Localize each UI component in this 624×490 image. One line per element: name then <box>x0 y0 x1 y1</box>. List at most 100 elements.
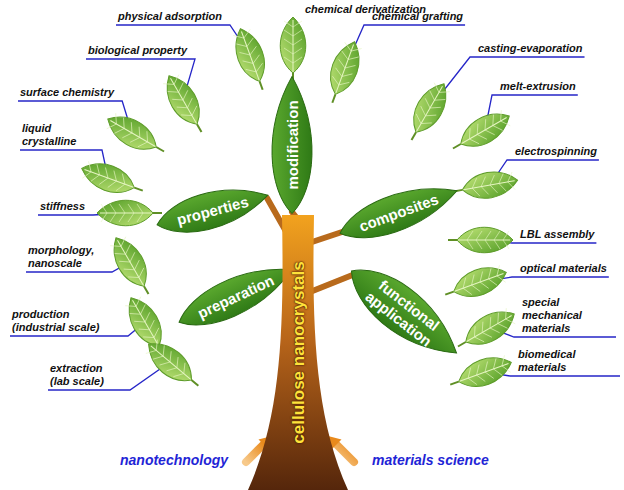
leaf-outline <box>272 76 312 213</box>
leaf-vein <box>254 63 265 72</box>
leaf-label: morphology, nanoscale <box>28 244 104 270</box>
leaf-vein <box>431 83 442 93</box>
leaf-vein <box>233 32 244 41</box>
leader-line <box>345 25 465 68</box>
leaf-vein <box>345 62 356 71</box>
leaf-label: physical adsorption <box>118 10 222 23</box>
leaf-vein <box>160 358 170 369</box>
leaf-vein <box>243 58 254 67</box>
label-text: casting-evaporation <box>478 42 583 55</box>
label-text: electrospinning <box>515 145 597 158</box>
leaf-blade <box>120 291 170 352</box>
leaf-vein <box>485 370 494 381</box>
leaf-blade <box>280 17 306 73</box>
leaf-vein <box>136 268 147 278</box>
leaf-midrib <box>151 346 191 379</box>
leaf-vein <box>488 277 497 288</box>
leaf-vein <box>251 55 262 64</box>
leaf-outline <box>333 174 462 250</box>
leaf-blade <box>459 303 520 353</box>
leaf-vein <box>179 363 189 374</box>
leaf-vein <box>165 351 175 362</box>
leaf-vein <box>176 83 187 93</box>
leaf-vein <box>85 161 94 172</box>
leaf-vein <box>185 98 196 108</box>
leaf-vein <box>485 231 491 240</box>
leaf-vein <box>242 29 253 38</box>
leaf-stem <box>453 144 461 149</box>
leaf-vein <box>293 48 302 54</box>
leaf-vein <box>497 174 504 184</box>
leaf-vein <box>119 204 125 213</box>
leader-line <box>430 57 585 108</box>
leaf-label: casting-evaporation <box>478 42 583 55</box>
leaf-vein <box>134 317 145 327</box>
leaf-vein <box>474 334 484 345</box>
leaf-vein <box>236 41 247 50</box>
leaf-vein <box>116 182 125 193</box>
leaf-vein <box>239 49 250 58</box>
leaf-vein <box>503 231 509 240</box>
leaf-blade <box>140 334 199 390</box>
leaf-midrib <box>171 78 197 123</box>
leaf-label: electrospinning <box>515 145 597 158</box>
leaf-vein <box>342 71 353 80</box>
leaf-vein <box>494 265 503 276</box>
label-text: chemical grafting <box>372 10 463 23</box>
leaf-vein <box>189 106 200 116</box>
leaf-vein <box>430 103 441 113</box>
leaf-vein <box>172 357 182 368</box>
leaf-vein <box>159 345 169 356</box>
leaf-vein <box>463 286 472 297</box>
leaf-vein <box>147 320 158 330</box>
leaf-vein <box>469 136 479 147</box>
leaf-vein <box>101 204 107 213</box>
leaf-vein <box>476 240 482 249</box>
small-leaf <box>446 350 516 396</box>
trunk-outline <box>248 215 348 490</box>
label-text: stiffness <box>40 200 85 213</box>
leaf-midrib <box>455 273 504 291</box>
leaf-vein <box>490 358 499 369</box>
small-leaf <box>320 37 366 107</box>
leaf-blade <box>101 108 162 158</box>
leaf-vein <box>293 21 302 27</box>
leaf-midrib <box>133 300 159 345</box>
leaf-vein <box>119 118 129 129</box>
leaf-vein <box>493 123 503 134</box>
leaf-midrib <box>85 169 134 187</box>
leaf-vein <box>111 113 121 124</box>
leaf-stem <box>458 342 466 347</box>
label-text: extraction (lab scale) <box>50 362 122 388</box>
leaf-vein <box>142 131 152 142</box>
leaf-vein <box>465 368 474 379</box>
small-leaf <box>140 334 206 395</box>
leaf-outline <box>171 254 299 339</box>
leaf-vein <box>468 275 477 286</box>
leaf-title: modification <box>284 100 301 189</box>
leaf-vein <box>501 308 511 319</box>
tree-trunk: cellulose nanocrystals <box>248 215 348 490</box>
leaf-vein <box>142 312 153 322</box>
leaf-label: chemical grafting <box>372 10 463 23</box>
label-text: nanotechnology <box>120 452 228 468</box>
leaf-label: biological property <box>88 44 187 57</box>
leaf-stem <box>450 382 458 385</box>
leaf-stem <box>445 292 453 295</box>
leaf-vein <box>122 130 132 141</box>
leaf-blade <box>77 156 138 199</box>
leaf-vein <box>421 118 432 128</box>
leaf-midrib <box>118 240 144 285</box>
leaf-vein <box>413 114 424 124</box>
label-text: liquid crystalline <box>22 122 94 148</box>
leaf-vein <box>152 340 162 351</box>
leaf-vein <box>110 204 116 213</box>
leaf-vein <box>168 87 179 97</box>
leaf-vein <box>480 280 489 291</box>
leaf-midrib <box>110 121 155 147</box>
leaf-vein <box>467 231 473 240</box>
leaf-vein <box>91 173 100 184</box>
leaf-vein <box>135 127 145 138</box>
leaf-vein <box>130 135 140 146</box>
leaf-blade <box>323 37 366 98</box>
